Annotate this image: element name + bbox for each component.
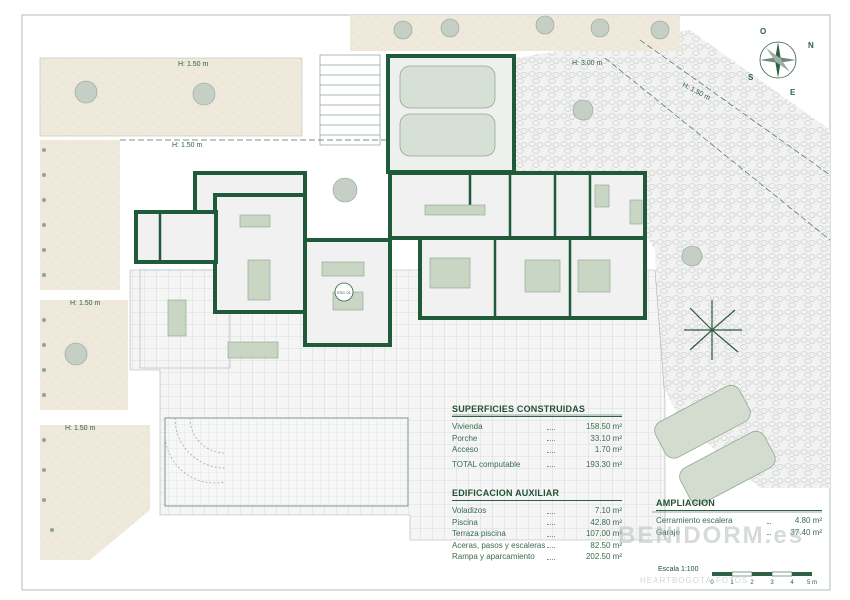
ampliacion-row-label: Garaje [656, 527, 681, 537]
ampliacion-row: Cerramiento escalera 4.80 m² [656, 515, 822, 527]
dots [547, 444, 555, 453]
auxiliar-row-label: Piscina [452, 517, 478, 527]
superficies-title: SUPERFICIES CONSTRUIDAS [452, 404, 586, 414]
compass-rose [759, 41, 797, 79]
hedge-left [42, 148, 54, 532]
superficies-row: Vivienda 158.50 m² [452, 421, 622, 433]
auxiliar-row-value: 42.80 m² [590, 517, 622, 527]
scale-label: Escala 1:100 [658, 566, 699, 573]
superficies-row-value: 1.70 m² [594, 445, 622, 454]
scale-tick-label: 3 [770, 580, 774, 586]
auxiliar-row-value: 107.00 m² [585, 529, 622, 538]
ampliacion-row-value: 37.40 m² [790, 527, 822, 537]
palm-tree [684, 300, 742, 360]
shrubs [64, 15, 703, 366]
auxiliar-row-label: Rampa y aparcamiento [452, 552, 535, 561]
stairs-top [319, 54, 381, 146]
dots [767, 527, 771, 535]
superficies-panel: SUPERFICIES CONSTRUIDAS Vivienda 158.50 m… [452, 404, 622, 470]
swimming-pool [164, 417, 409, 507]
ampliacion-rows: Cerramiento escalera 4.80 m² Garaje 37.40 m… [656, 515, 822, 538]
auxiliar-row-label: Terraza piscina [452, 529, 506, 538]
compass-e: E [790, 88, 796, 97]
height-label-4: H: 1.50 m [65, 425, 96, 432]
auxiliar-row-label: Aceras, pasos y escaleras [452, 540, 546, 550]
scale-ticks: 0 1 2 3 4 5 m [710, 580, 817, 586]
superficies-row-value: 33.10 m² [590, 433, 622, 443]
superficies-row-label: Vivienda [452, 422, 483, 431]
ampliacion-row-label: Cerramiento escalera [656, 516, 733, 525]
ampliacion-row-value: 4.80 m² [794, 516, 822, 525]
dots [547, 433, 555, 441]
auxiliar-row-value: 82.50 m² [590, 540, 622, 550]
superficies-row-label: Acceso [452, 445, 479, 454]
scale-tick-label: 4 [790, 580, 794, 586]
scale-bar [712, 571, 812, 577]
superficies-rows: Vivienda 158.50 m² Porche 33.10 m² Acceso 1.7… [452, 421, 622, 456]
scale-tick-label: 1 [730, 580, 734, 586]
height-label-1: H: 1.50 m [178, 61, 209, 68]
auxiliar-panel: EDIFICACION AUXILIAR Voladizos 7.10 m² Pis… [452, 488, 622, 563]
height-label-2: H: 1.50 m [172, 142, 203, 149]
garden-left-mid [40, 140, 120, 290]
cobble-driveway [515, 30, 830, 488]
ampliacion-rule [656, 510, 822, 511]
auxiliar-title: EDIFICACION AUXILIAR [452, 488, 560, 498]
dots [547, 505, 555, 514]
compass-o: O [760, 27, 766, 36]
dots [767, 515, 771, 524]
auxiliar-row: Terraza piscina 107.00 m² [452, 528, 622, 540]
compass-n: N [808, 41, 814, 50]
superficies-total-label: TOTAL computable [452, 459, 521, 469]
auxiliar-row-value: 7.10 m² [594, 506, 622, 515]
living-tag: ESC 01 [337, 290, 352, 295]
dots [547, 528, 555, 537]
living-tag-circle [334, 282, 354, 302]
superficies-row-value: 158.50 m² [585, 422, 622, 431]
interior-walls [158, 175, 592, 318]
scale-tick-label: 5 m [807, 580, 817, 586]
watermark-sub: HEARTBOGOTÁ·FOTOS [640, 576, 749, 585]
height-label-3: H: 1.50 m [70, 300, 101, 307]
height-label-top: H: 3.00 m [572, 60, 603, 67]
garden-left-bottom [40, 425, 150, 560]
auxiliar-row: Voladizos 7.10 m² [452, 505, 622, 517]
scale-tick-label: 2 [750, 580, 754, 586]
auxiliar-rule [452, 500, 622, 501]
auxiliar-row: Piscina 42.80 m² [452, 517, 622, 529]
dots [547, 421, 555, 430]
auxiliar-row-label: Voladizos [452, 506, 487, 515]
parked-cars [654, 384, 776, 505]
property-lines [120, 39, 831, 241]
superficies-total-row: TOTAL computable 193.30 m² [452, 459, 622, 471]
superficies-total-value: 193.30 m² [585, 459, 622, 469]
dots [547, 551, 555, 560]
dots [547, 517, 555, 525]
superficies-row: Porche 33.10 m² [452, 433, 622, 445]
compass-s: S [748, 73, 754, 82]
scale-tick-label: 0 [710, 580, 714, 586]
dots [547, 459, 555, 467]
auxiliar-row-value: 202.50 m² [585, 552, 622, 561]
superficies-row-label: Porche [452, 433, 478, 443]
ampliacion-title: AMPLIACION [656, 498, 715, 508]
dots [547, 540, 555, 548]
superficies-row: Acceso 1.70 m² [452, 444, 622, 456]
ampliacion-row: Garaje 37.40 m² [656, 527, 822, 539]
auxiliar-row: Aceras, pasos y escaleras 82.50 m² [452, 540, 622, 552]
superficies-rule [452, 416, 622, 417]
furniture [167, 184, 643, 359]
watermark: BENIDORM.es [618, 522, 805, 549]
auxiliar-row: Rampa y aparcamiento 202.50 m² [452, 551, 622, 563]
ampliacion-panel: AMPLIACION Cerramiento escalera 4.80 m² Ga… [656, 498, 822, 538]
garage [386, 54, 516, 174]
